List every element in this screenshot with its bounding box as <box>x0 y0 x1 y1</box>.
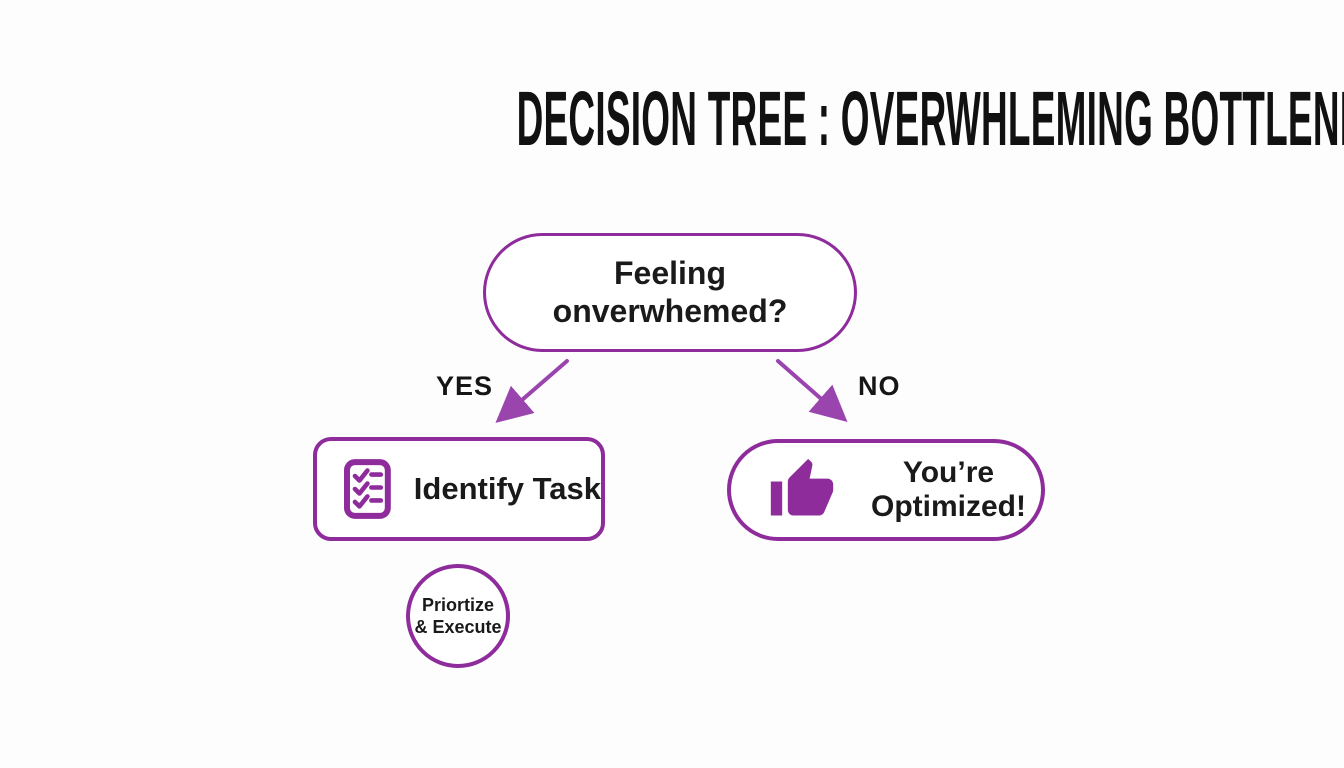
prioritize-line2: & Execute <box>414 617 502 637</box>
checklist-icon <box>343 459 391 519</box>
no-label: NO <box>858 371 901 401</box>
identify-task-node: Identify Task <box>313 437 605 541</box>
page-title-wrap: DECISION TREE : OVERWHLEMING BOTTLENECCK… <box>0 81 1344 158</box>
question-node: Feeling onverwhemed? <box>483 233 857 352</box>
identify-task-label: Identify Task <box>413 471 601 506</box>
yes-arrow <box>495 359 569 423</box>
prioritize-node: Priortize & Execute <box>406 564 510 668</box>
question-line2: onverwhemed? <box>552 292 788 329</box>
question-line1: Feeling <box>613 254 726 291</box>
optimized-line2: Optimized! <box>871 490 1026 523</box>
yes-label: YES <box>436 371 494 401</box>
optimized-line1: You’re <box>902 455 995 489</box>
thumbs-up-icon <box>770 458 834 516</box>
no-arrow <box>776 359 848 422</box>
optimized-node: You’re Optimized! <box>727 439 1045 541</box>
prioritize-line1: Priortize <box>421 594 495 615</box>
optimized-label: You’re Optimized! <box>871 456 1026 525</box>
page-title: DECISION TREE : OVERWHLEMING BOTTLENECCK… <box>516 76 1344 162</box>
